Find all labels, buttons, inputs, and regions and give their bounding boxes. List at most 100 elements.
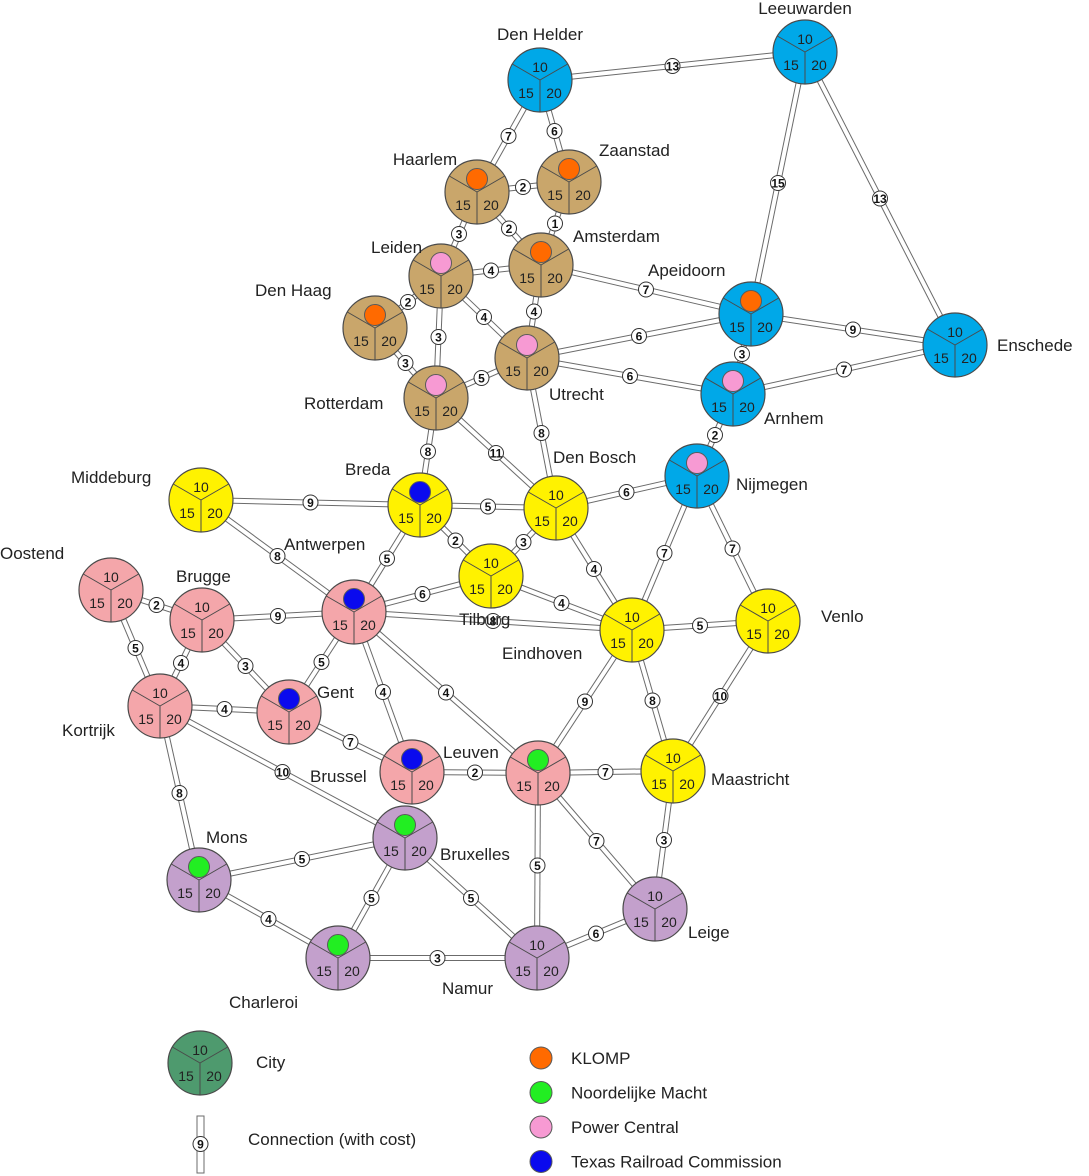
connection-middeburg-breda[interactable]: 9: [200, 494, 421, 511]
trc-marker: [401, 748, 423, 770]
slot-divider: [200, 483, 229, 501]
utrecht-city[interactable]: 101520Utrecht: [494, 325, 604, 404]
slot-divider: [288, 695, 317, 713]
slot-20: 20: [562, 513, 578, 529]
haarlem-city[interactable]: 101520Haarlem: [393, 150, 510, 225]
nijmegen-city[interactable]: 101520Nijmegen: [664, 443, 808, 509]
cost-label: 4: [178, 656, 185, 670]
slot-20: 20: [546, 85, 562, 101]
connection-mons-bruxelles[interactable]: 5: [198, 835, 406, 883]
cost-label: 3: [242, 659, 249, 673]
connection-antwerpen-eindhoven[interactable]: 8: [353, 609, 633, 633]
slot-20: 20: [447, 281, 463, 297]
cost-label: 4: [380, 685, 387, 699]
cost-badge: [467, 764, 483, 781]
gent-city[interactable]: 101520Gent: [256, 679, 354, 745]
cost-label: 8: [538, 426, 545, 440]
connection-utrecht-arnhem[interactable]: 6: [526, 355, 734, 397]
cost-badge: [692, 617, 708, 634]
namur-label: Namur: [442, 979, 493, 998]
zaanstad-label: Zaanstad: [599, 141, 670, 160]
cost-badge: [597, 764, 614, 780]
slot-divider: [419, 488, 448, 506]
bruxelles-city[interactable]: 101520Bruxelles: [372, 805, 510, 871]
cost-label: 4: [481, 310, 488, 324]
arnhem-city[interactable]: 101520Arnhem: [700, 361, 824, 428]
cost-label: 7: [593, 834, 600, 848]
slot-divider: [631, 613, 660, 631]
cost-badge: [712, 688, 729, 704]
connection-antwerpen-leuven[interactable]: 4: [352, 609, 540, 776]
leuven-city[interactable]: 101520Leuven: [443, 740, 571, 806]
connection-amsterdam-apeidoorn[interactable]: 7: [540, 262, 752, 317]
slot-divider: [440, 259, 469, 277]
breda-city[interactable]: 101520Breda: [345, 460, 453, 538]
connection-leeuwarden-apeidoorn[interactable]: 15: [748, 51, 808, 315]
cost-label: 5: [132, 641, 139, 655]
cost-badge: [586, 561, 602, 577]
connection-apeidoorn-enschede[interactable]: 9: [750, 311, 956, 348]
charleroi-city[interactable]: 101520Charleroi: [229, 925, 371, 1012]
slot-20: 20: [418, 777, 434, 793]
connection-den-helder-leeuwarden[interactable]: 13: [539, 49, 806, 83]
slot-divider: [374, 311, 403, 329]
mons-city[interactable]: 101520Mons: [166, 828, 248, 913]
apeidoorn-city[interactable]: 101520Apeidoorn: [648, 261, 784, 347]
legend-pc: Power Central: [529, 1115, 679, 1139]
cost-label: 7: [602, 765, 609, 779]
cost-label: 8: [274, 549, 281, 563]
slot-divider: [540, 248, 569, 266]
slot-15: 15: [180, 625, 196, 641]
connection-arnhem-enschede[interactable]: 7: [732, 342, 956, 397]
leiden-city[interactable]: 101520Leiden: [371, 238, 474, 309]
slot-divider: [672, 754, 701, 772]
slot-divider: [705, 377, 734, 395]
zaanstad-city[interactable]: 101520Zaanstad: [536, 141, 670, 215]
slot-divider: [555, 491, 584, 509]
antwerpen-city[interactable]: 101520Antwerpen: [284, 535, 387, 645]
cost-label: 4: [265, 912, 272, 926]
amsterdam-city[interactable]: 101520Amsterdam: [508, 227, 660, 298]
slot-15: 15: [933, 350, 949, 366]
slot-10: 10: [532, 59, 548, 75]
slot-15: 15: [711, 399, 727, 415]
cost-badge: [501, 220, 517, 237]
slot-divider: [449, 175, 478, 193]
slot-15: 15: [414, 403, 430, 419]
pc-label: Power Central: [571, 1118, 679, 1137]
brussel-city[interactable]: 101520Brussel: [310, 739, 445, 805]
slot-15: 15: [651, 776, 667, 792]
connection-utrecht-apeidoorn[interactable]: 6: [526, 311, 752, 361]
connection-charleroi-namur[interactable]: 3: [338, 950, 537, 966]
klomp-marker: [558, 158, 580, 180]
rotterdam-city[interactable]: 101520Rotterdam: [304, 365, 469, 431]
connection-leeuwarden-enschede[interactable]: 13: [802, 50, 958, 347]
connection-kortrijk-bruxelles[interactable]: 10: [158, 703, 407, 841]
cost-label: 10: [714, 689, 728, 703]
slot-divider: [732, 377, 761, 395]
cost-badge: [622, 368, 638, 384]
cost-badge: [148, 597, 165, 613]
cost-badge: [342, 734, 359, 750]
cost-badge: [451, 226, 467, 242]
cost-badge: [734, 346, 750, 362]
slot-divider: [696, 459, 725, 477]
slot-15: 15: [519, 270, 535, 286]
